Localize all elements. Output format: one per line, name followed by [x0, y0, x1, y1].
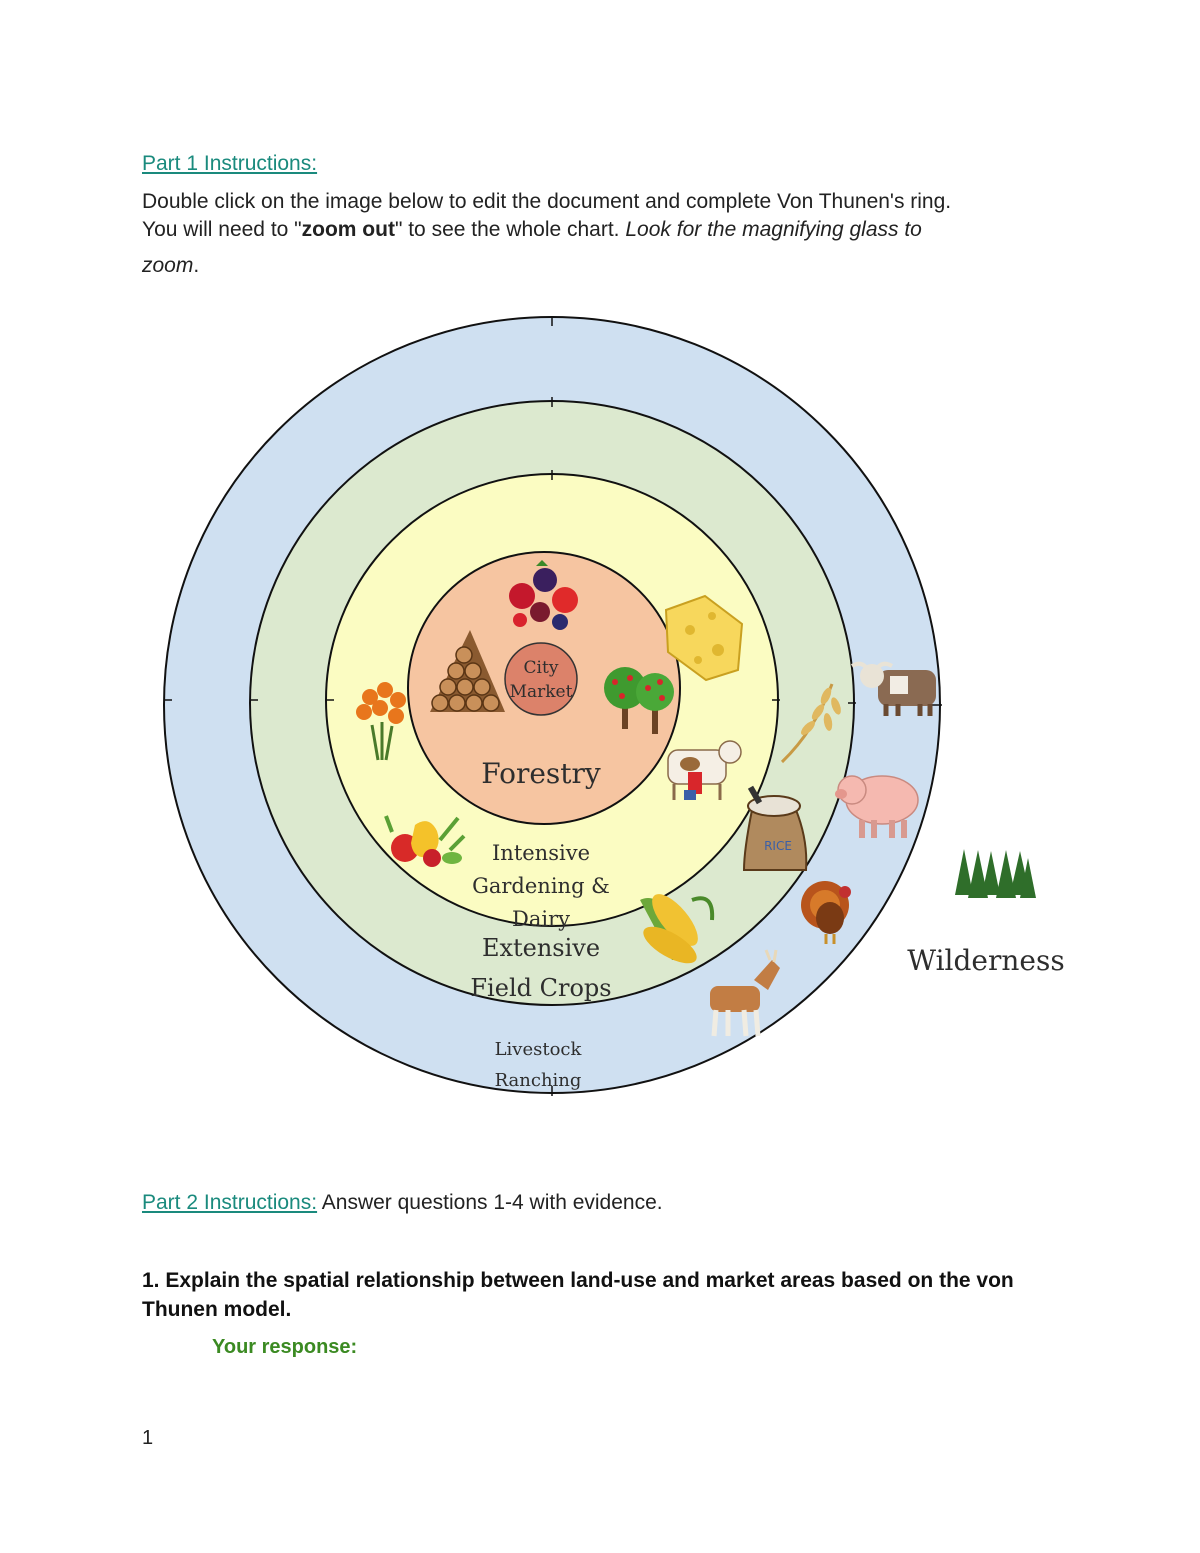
livestock-label: Livestock — [495, 1039, 583, 1060]
fruit-trees-icon — [604, 667, 674, 734]
corn-icon — [640, 894, 715, 964]
turkey-icon — [801, 881, 851, 944]
city-label: City — [524, 658, 559, 678]
dairy-label: Dairy — [512, 907, 570, 931]
question-1: 1. Explain the spatial relationship betw… — [142, 1269, 1014, 1321]
berries-icon — [509, 560, 578, 630]
instructions-text: You will need to " — [142, 218, 302, 241]
vegetables-icon — [384, 815, 466, 867]
response-label[interactable]: Your response: — [212, 1336, 358, 1358]
firewood-icon — [430, 630, 505, 712]
magnifier-hint: Look for the magnifying glass to — [625, 218, 922, 241]
forest-icon — [955, 849, 1036, 898]
field-crops-label: Field Crops — [470, 974, 611, 1002]
wilderness-label: Wilderness — [907, 944, 1064, 977]
instructions-text: " to see the whole chart. — [394, 218, 626, 241]
forestry-label: Forestry — [481, 757, 601, 790]
dairy-cow-icon — [667, 740, 742, 800]
pig-icon — [835, 775, 919, 838]
goat-icon — [710, 949, 780, 1037]
instructions-line-1: Double click on the image below to edit … — [142, 190, 952, 213]
gardening-label: Gardening & — [472, 874, 610, 898]
instructions-line-3: zoom. — [142, 252, 199, 280]
ranching-label: Ranching — [495, 1070, 582, 1091]
cheese-icon — [664, 594, 744, 682]
sack-label: RICE — [764, 839, 792, 853]
instructions-text: . — [193, 254, 200, 277]
wheat-icon — [780, 683, 841, 764]
grain-sack-icon: RICE — [742, 785, 808, 871]
zoom-out-emphasis: zoom out — [301, 218, 395, 241]
part2-text: Answer questions 1-4 with evidence. — [317, 1191, 663, 1214]
page-number: 1 — [142, 1427, 154, 1449]
ring-ticks — [164, 316, 942, 1096]
market-label: Market — [510, 682, 573, 702]
longhorn-cattle-icon — [850, 661, 936, 716]
extensive-label: Extensive — [482, 934, 600, 962]
part1-heading: Part 1 Instructions: — [142, 152, 318, 175]
part2-heading: Part 2 Instructions: — [142, 1191, 318, 1214]
magnifier-hint-end: zoom — [142, 254, 194, 277]
city-market-circle[interactable] — [504, 642, 578, 716]
flowers-icon — [356, 682, 406, 761]
intensive-label: Intensive — [492, 841, 590, 865]
von-thunen-diagram[interactable]: City Market Forestry Intensive Gardening… — [0, 300, 1200, 1120]
part2-instructions: Part 2 Instructions: Answer questions 1-… — [142, 1191, 663, 1215]
instructions-line-2: You will need to "zoom out" to see the w… — [142, 216, 922, 244]
